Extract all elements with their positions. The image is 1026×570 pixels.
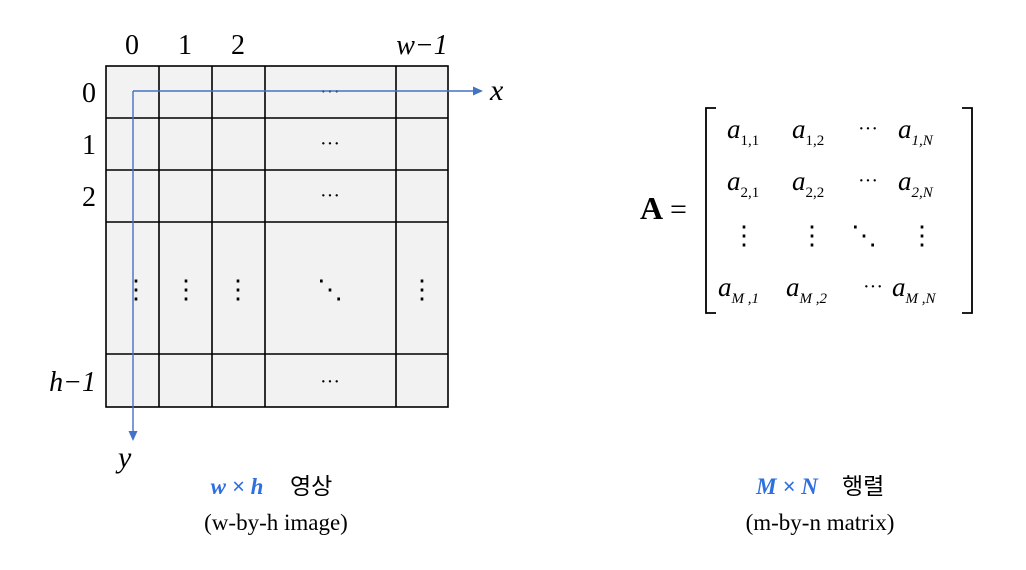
matrix-caption-korean: 행렬	[842, 474, 884, 500]
axis-arrows	[128, 86, 483, 441]
col-label-2: 2	[231, 30, 245, 61]
matrix-hdots-1: ···	[858, 118, 878, 140]
image-caption-math: w × h	[211, 474, 264, 499]
image-caption-korean: 영상	[290, 474, 332, 500]
matrix-vdots-1: ⋮	[731, 221, 757, 250]
matrix-entry-2-1: a2,1	[727, 166, 759, 201]
vdots-col-2: ⋮	[225, 275, 251, 304]
matrix-entry-1-1: a1,1	[727, 114, 759, 149]
matrix-vdots-2: ⋮	[799, 221, 825, 250]
row-label-0: 0	[82, 78, 96, 109]
row-label-last: h−1	[49, 367, 96, 398]
col-label-0: 0	[125, 30, 139, 61]
image-grid-lines	[105, 65, 449, 408]
vdots-col-last: ⋮	[409, 275, 435, 304]
row-label-1: 1	[82, 130, 96, 161]
matrix-entry-M-2: aM ,2	[786, 272, 827, 307]
matrix-caption-english: (m-by-n matrix)	[746, 510, 895, 535]
matrix-entry-1-2: a1,2	[792, 114, 824, 149]
matrix-brackets	[705, 107, 973, 314]
matrix-hdots-2: ···	[858, 170, 878, 192]
matrix-entry-2-2: a2,2	[792, 166, 824, 201]
image-caption-english: (w-by-h image)	[204, 510, 348, 535]
matrix-hdots-M: ···	[863, 276, 883, 298]
ddots-center: ⋱	[317, 275, 343, 304]
matrix-equals: =	[670, 193, 687, 226]
matrix-ddots: ⋱	[851, 221, 877, 250]
vdots-col-0: ⋮	[123, 275, 149, 304]
col-label-1: 1	[178, 30, 192, 61]
hdots-row-0: ···	[320, 81, 340, 103]
matrix-entry-M-N: aM ,N	[892, 272, 936, 307]
col-label-last: w−1	[396, 30, 448, 61]
hdots-row-2: ···	[320, 185, 340, 207]
matrix-vdots-N: ⋮	[909, 221, 935, 250]
axis-y-label: y	[115, 441, 132, 474]
matrix-name: A	[640, 190, 663, 226]
image-grid-background	[106, 66, 448, 407]
row-label-2: 2	[82, 182, 96, 213]
matrix-entry-M-1: aM ,1	[718, 272, 759, 307]
matrix-entry-1-N: a1,N	[898, 114, 934, 149]
matrix-caption-math: M × N	[755, 474, 819, 499]
hdots-row-1: ···	[320, 133, 340, 155]
vdots-col-1: ⋮	[173, 275, 199, 304]
matrix-entry-2-N: a2,N	[898, 166, 934, 201]
hdots-row-last: ···	[320, 371, 340, 393]
axis-x-label: x	[489, 74, 504, 107]
